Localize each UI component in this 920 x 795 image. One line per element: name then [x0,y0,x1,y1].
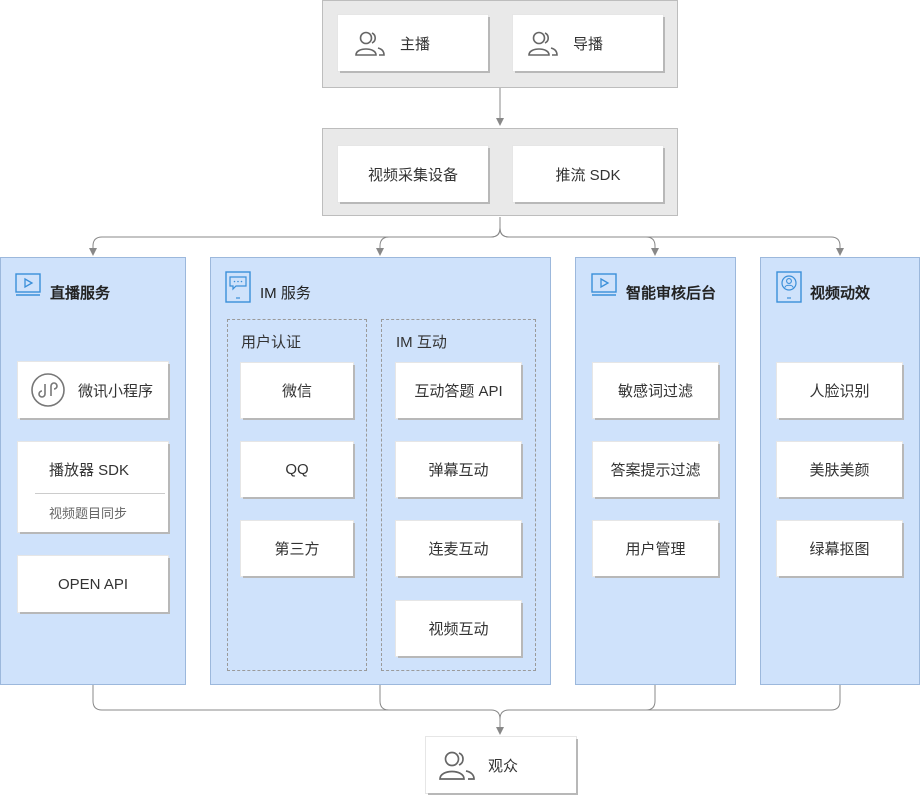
user-auth-group [227,319,367,671]
quiz-api-label: 互动答题 API [414,383,503,400]
anchor-label: 主播 [400,35,431,53]
face-recognition-label: 人脸识别 [809,383,870,400]
face-portrait-icon [776,271,802,303]
green-screen-label: 绿幕抠图 [809,541,870,558]
im-service-title: IM 服务 [260,285,311,302]
auth-third-party-card[interactable]: 第三方 [241,521,353,576]
audience-label: 观众 [488,757,519,775]
play-icon [15,273,41,296]
audit-title: 智能审核后台 [626,285,717,302]
sensitive-word-label: 敏感词过滤 [617,383,693,400]
director-label: 导播 [573,35,604,53]
danmaku-label: 弹幕互动 [428,462,489,479]
auth-third-party-label: 第三方 [274,541,320,558]
user-manage-label: 用户管理 [625,541,686,558]
effects-title: 视频动效 [810,285,871,302]
chat-icon [225,271,251,303]
anchor-card[interactable]: 主播 [338,15,488,71]
co-host-card[interactable]: 连麦互动 [396,521,521,576]
merge-audit [499,685,656,720]
branch-audit [499,227,659,256]
director-card[interactable]: 导播 [513,15,663,71]
audience-card[interactable]: 观众 [426,737,576,793]
beauty-label: 美肤美颜 [809,462,870,479]
capture-device-label: 视频采集设备 [367,166,458,184]
sensitive-word-card[interactable]: 敏感词过滤 [593,363,718,418]
open-api-card[interactable]: OPEN API [18,556,168,612]
green-screen-card[interactable]: 绿幕抠图 [777,521,902,576]
player-sdk-card[interactable]: 播放器 SDK 视频题目同步 [18,442,168,532]
line-capture-down [89,217,501,256]
im-interact-group [381,319,536,671]
video-interact-label: 视频互动 [428,621,489,638]
users-icon [528,31,558,56]
users-icon [355,31,385,56]
mini-program-icon [31,373,65,407]
user-auth-title: 用户认证 [241,334,302,351]
face-recognition-card[interactable]: 人脸识别 [777,363,902,418]
branch-im [376,227,501,256]
player-sdk-sub: 视频题目同步 [49,506,128,521]
quiz-api-card[interactable]: 互动答题 API [396,363,521,418]
auth-wechat-label: 微信 [281,383,312,400]
mini-program-label: 微讯小程序 [78,382,154,400]
play-icon [591,273,617,296]
users-icon [439,751,475,780]
open-api-label: OPEN API [57,575,129,593]
push-sdk-label: 推流 SDK [555,166,621,184]
answer-hint-label: 答案提示过滤 [610,462,701,479]
mini-program-card[interactable]: 微讯小程序 [18,362,168,418]
merge-left [92,685,504,735]
capture-device-card[interactable]: 视频采集设备 [338,146,488,202]
merge-effects [509,685,841,711]
player-sdk-divider [35,493,165,494]
im-interact-title: IM 互动 [396,334,447,351]
auth-qq-label: QQ [285,461,309,478]
merge-im [379,685,491,711]
video-interact-card[interactable]: 视频互动 [396,601,521,656]
auth-qq-card[interactable]: QQ [241,442,353,497]
beauty-card[interactable]: 美肤美颜 [777,442,902,497]
user-manage-card[interactable]: 用户管理 [593,521,718,576]
live-service-title: 直播服务 [50,285,111,302]
push-sdk-card[interactable]: 推流 SDK [513,146,663,202]
answer-hint-card[interactable]: 答案提示过滤 [593,442,718,497]
branch-effects [499,227,844,256]
danmaku-card[interactable]: 弹幕互动 [396,442,521,497]
player-sdk-label: 播放器 SDK [49,462,130,479]
auth-wechat-card[interactable]: 微信 [241,363,353,418]
co-host-label: 连麦互动 [428,541,489,558]
